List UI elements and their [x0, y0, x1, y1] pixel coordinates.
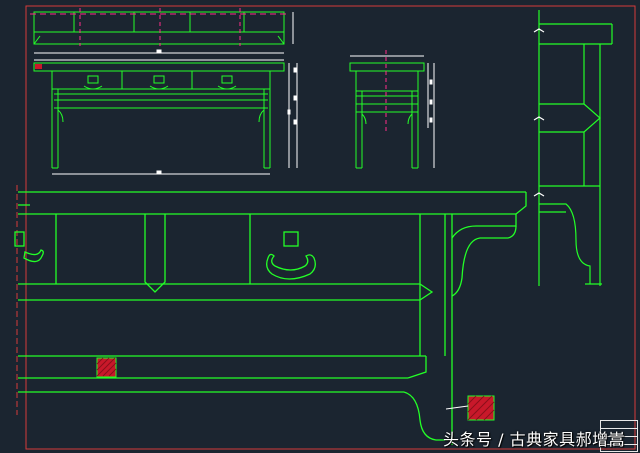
section-hatch-b [445, 395, 495, 421]
title-block [600, 420, 638, 452]
section-hatch-a [96, 357, 117, 378]
front-centerlines [30, 8, 290, 46]
front-elevation [33, 11, 285, 169]
front-dimensions [34, 12, 298, 175]
section-marker [35, 64, 42, 69]
side-elevation [349, 62, 425, 169]
leg-section-profile [533, 10, 613, 286]
side-dimensions [350, 55, 435, 168]
enlarged-front-detail [14, 191, 527, 445]
drawing-border [25, 5, 636, 450]
watermark-text: 头条号 / 古典家具郝增嵩 [443, 430, 626, 449]
